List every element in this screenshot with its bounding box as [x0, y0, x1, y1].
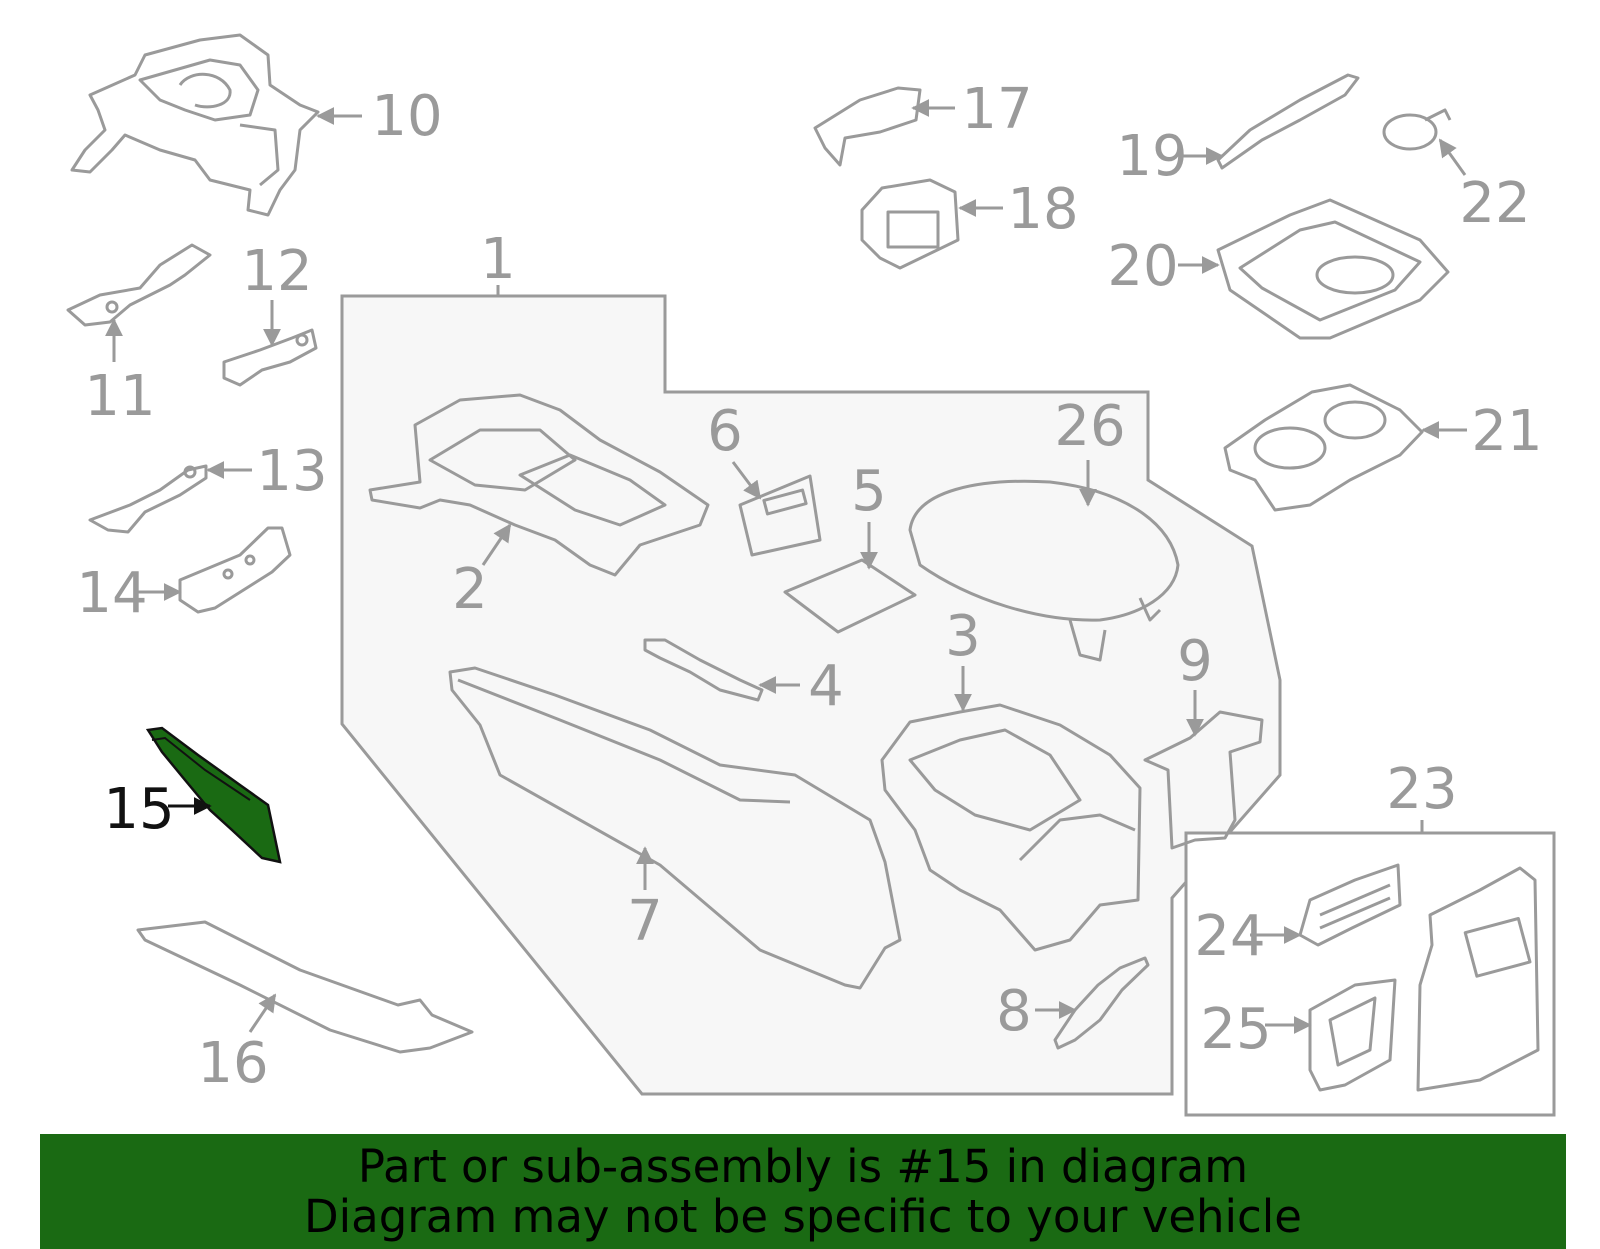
part-9-bracket [1143, 690, 1264, 850]
callout-label-14: 14 [76, 561, 147, 626]
part-26-armrest-lid [908, 460, 1180, 662]
part-24-vent [1250, 863, 1402, 947]
callout-label-10: 10 [371, 84, 442, 149]
callout-label-18: 18 [1007, 177, 1078, 242]
part-3-console-box [880, 666, 1142, 952]
callout-label-19: 19 [1116, 124, 1187, 189]
callout-label-4: 4 [808, 654, 844, 719]
callout-label-11: 11 [84, 364, 155, 429]
part-8-hinge [1035, 956, 1150, 1050]
info-banner-line-1: Part or sub-assembly is #15 in diagram [357, 1139, 1249, 1193]
callout-label-6: 6 [707, 399, 743, 464]
part-11-brace [66, 243, 212, 362]
callout-label-7: 7 [627, 889, 663, 954]
part-18-module [860, 178, 1003, 270]
part-4-bracket [643, 638, 800, 702]
callout-label-5: 5 [851, 459, 887, 524]
callout-label-22: 22 [1459, 171, 1530, 236]
part-2-frame [368, 393, 710, 577]
info-banner-line-2: Diagram may not be specific to your vehi… [304, 1189, 1302, 1243]
part-10-bracket [70, 33, 362, 217]
part-13-brace [88, 461, 252, 534]
part-15-highlighted [145, 726, 282, 864]
part-12-clip [222, 300, 318, 387]
part-6-panel [731, 461, 822, 557]
part-21-cupholder [1223, 383, 1467, 512]
callout-label-26: 26 [1054, 394, 1125, 459]
info-banner: Part or sub-assembly is #15 in diagram D… [40, 1134, 1566, 1249]
callout-label-24: 24 [1194, 904, 1265, 969]
part-22-cap [1382, 108, 1467, 176]
part-25-pocket [1265, 978, 1397, 1092]
callout-label-12: 12 [241, 239, 312, 304]
part-5-mat [783, 522, 917, 634]
callout-label-23: 23 [1386, 757, 1457, 822]
callout-label-13: 13 [256, 439, 327, 504]
part-20-tray [1178, 198, 1450, 340]
callout-label-16: 16 [197, 1031, 268, 1096]
callout-label-1: 1 [480, 227, 516, 292]
callout-label-21: 21 [1471, 399, 1542, 464]
callout-label-2: 2 [452, 557, 488, 622]
part-23-rear-panel [1416, 866, 1540, 1092]
callout-label-25: 25 [1200, 997, 1271, 1062]
callout-label-3: 3 [945, 604, 981, 669]
callout-label-8: 8 [996, 979, 1032, 1044]
part-7-side-panel [448, 666, 902, 990]
callout-label-9: 9 [1177, 629, 1213, 694]
assembly-1-panel [340, 294, 1282, 1096]
callout-label-17: 17 [961, 77, 1032, 142]
part-17-trim [813, 86, 955, 167]
part-16-trim-strip [136, 920, 474, 1054]
callout-label-15: 15 [103, 777, 174, 842]
assembly-23-panel [1184, 831, 1556, 1117]
callout-label-20: 20 [1107, 234, 1178, 299]
part-19-trim [1180, 73, 1360, 170]
part-14-bracket [138, 526, 292, 614]
